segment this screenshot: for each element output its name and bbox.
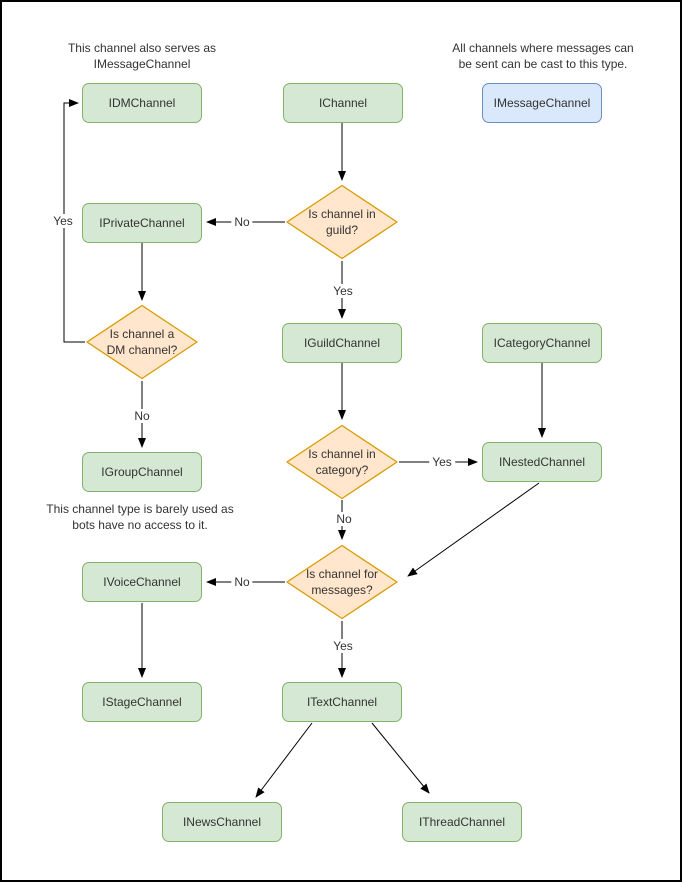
diamond-shape xyxy=(286,424,398,500)
note-line: be sent can be cast to this type. xyxy=(458,57,628,71)
diamond-shape xyxy=(286,544,398,620)
node-inestedchannel: INestedChannel xyxy=(482,442,602,482)
edge-itextchannel-to-inewschannel xyxy=(255,722,313,798)
edge-label-category-yes: Yes xyxy=(429,455,455,469)
node-imessagechannel: IMessageChannel xyxy=(482,83,602,123)
note-message-cast: All channels where messages can be sent … xyxy=(452,40,633,72)
node-istagechannel: IStageChannel xyxy=(82,682,202,722)
note-line: This channel type is barely used as xyxy=(46,502,234,516)
node-ichannel: IChannel xyxy=(283,83,403,123)
node-idmchannel: IDMChannel xyxy=(82,83,202,123)
node-label: IVoiceChannel xyxy=(103,575,181,589)
node-itextchannel: ITextChannel xyxy=(282,682,402,722)
note-dm-serves: This channel also serves as IMessageChan… xyxy=(68,40,216,72)
edge-label-guild-no: No xyxy=(231,215,253,229)
note-line: All channels where messages can xyxy=(452,41,634,55)
edge-itextchannel-to-ithreadchannel xyxy=(371,722,430,794)
node-ithreadchannel: IThreadChannel xyxy=(402,802,522,842)
diamond-shape xyxy=(86,304,198,380)
node-label: IMessageChannel xyxy=(493,96,591,110)
node-label: INestedChannel xyxy=(498,455,586,469)
node-label: IDMChannel xyxy=(108,96,176,110)
edge-label-category-no: No xyxy=(333,512,355,526)
decision-is-channel-in-category: Is channel in category? xyxy=(285,424,399,500)
decision-is-channel-a-dm: Is channel a DM channel? xyxy=(85,304,199,380)
edge-label-guild-yes: Yes xyxy=(330,284,356,298)
node-label: ICategoryChannel xyxy=(493,336,591,350)
decision-label: Is channel a DM channel? xyxy=(106,327,178,357)
node-ivoicechannel: IVoiceChannel xyxy=(82,562,202,602)
decision-label: Is channel in guild? xyxy=(308,207,376,237)
node-label: ITextChannel xyxy=(306,695,378,709)
node-iguildchannel: IGuildChannel xyxy=(282,323,402,363)
decision-label: Is channel for messages? xyxy=(305,567,379,597)
node-label: IThreadChannel xyxy=(418,815,506,829)
node-label: INewsChannel xyxy=(182,815,262,829)
edge-label-messages-no: No xyxy=(231,575,253,589)
edge-label-messages-yes: Yes xyxy=(330,639,356,653)
node-inewschannel: INewsChannel xyxy=(162,802,282,842)
node-label: IGroupChannel xyxy=(101,465,183,479)
decision-is-channel-in-guild: Is channel in guild? xyxy=(285,184,399,260)
node-label: IGuildChannel xyxy=(303,336,381,350)
note-line: bots have no access to it. xyxy=(72,518,208,532)
node-label: IStageChannel xyxy=(102,695,182,709)
note-group-barely-used: This channel type is barely used as bots… xyxy=(46,501,233,533)
edge-label-dm-yes: Yes xyxy=(50,214,76,228)
edge-label-dm-no: No xyxy=(131,409,153,423)
node-iprivatechannel: IPrivateChannel xyxy=(82,203,202,243)
node-label: IChannel xyxy=(318,96,368,110)
diamond-shape xyxy=(286,184,398,260)
node-icategorychannel: ICategoryChannel xyxy=(482,323,602,363)
note-line: IMessageChannel xyxy=(93,57,191,71)
note-line: This channel also serves as xyxy=(67,41,217,55)
edge-inestedchannel-to-messages-decision xyxy=(407,482,540,577)
decision-label: Is channel in category? xyxy=(308,447,376,477)
node-label: IPrivateChannel xyxy=(99,216,185,230)
node-igroupchannel: IGroupChannel xyxy=(82,452,202,492)
decision-is-channel-for-messages: Is channel for messages? xyxy=(285,544,399,620)
